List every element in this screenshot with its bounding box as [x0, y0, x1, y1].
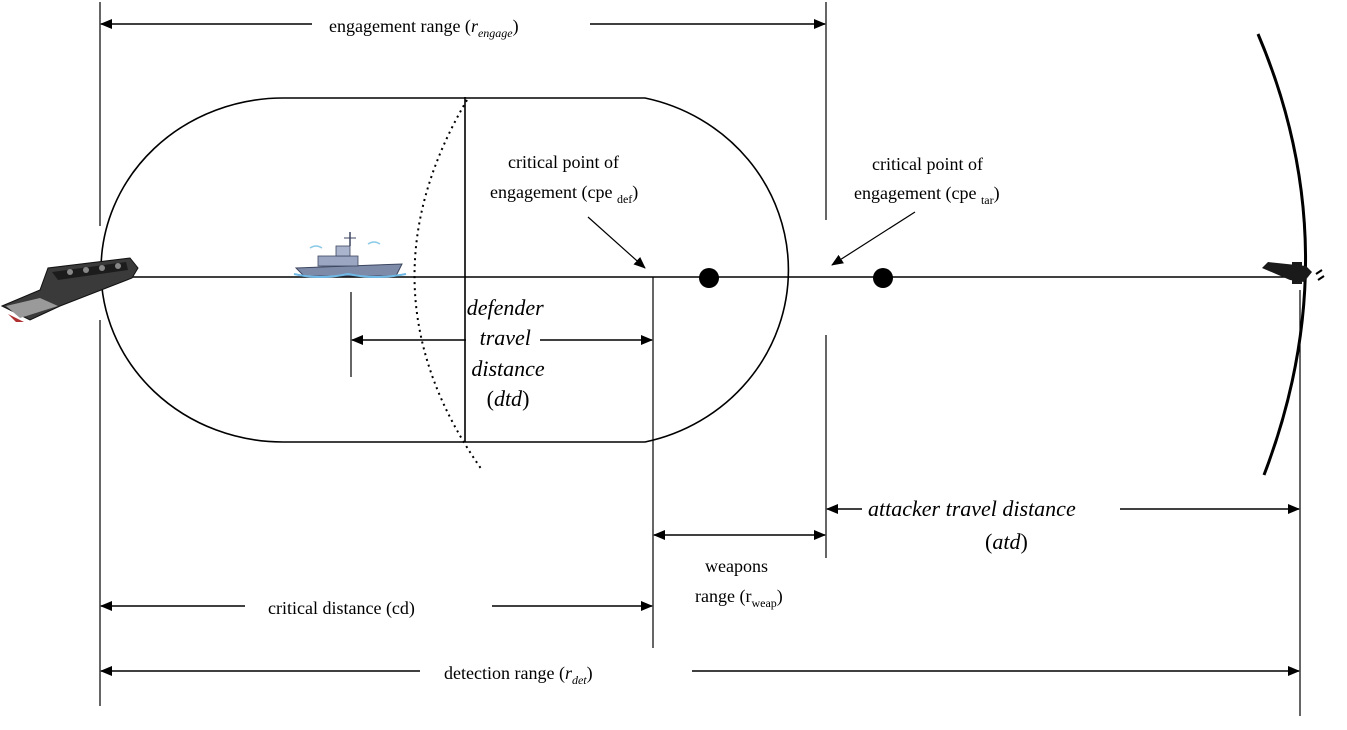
- engagement-range-label: engagement range (rengage): [329, 16, 519, 40]
- detection-arc: [1256, 33, 1307, 476]
- detection-range-label: detection range (rdet): [444, 663, 593, 687]
- cpe-def-point: [699, 268, 719, 288]
- engagement-zone-outline: [100, 97, 790, 443]
- cpe-def-label: critical point of engagement (cpe def): [490, 152, 638, 206]
- dotted-arc: [413, 99, 483, 471]
- cpe-tar-pointer: [831, 211, 916, 266]
- critical-distance-label: critical distance (cd): [268, 598, 415, 619]
- attacker-travel-abbr: (atd): [985, 529, 1028, 554]
- weapons-range-label: weapons range (rweap): [695, 556, 783, 610]
- defender-travel-label: defender travel distance: [467, 295, 549, 381]
- cpe-tar-label: critical point of engagement (cpe tar): [854, 154, 1000, 207]
- defender-travel-abbr: (dtd): [487, 386, 530, 411]
- attacker-travel-label: attacker travel distance: [868, 496, 1076, 521]
- defender-ship-icon: [293, 232, 407, 278]
- attacker-boat-icon: [0, 257, 139, 322]
- cpe-tar-point: [873, 268, 893, 288]
- target-vessel-icon: [1262, 262, 1325, 284]
- cpe-def-pointer: [587, 216, 646, 269]
